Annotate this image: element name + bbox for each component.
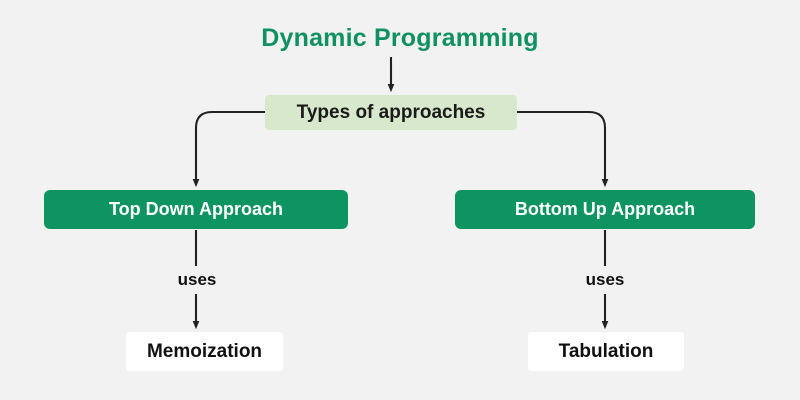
node-tabulation: Tabulation [528,332,684,371]
edge-root-to-bottom-up [515,110,609,188]
node-top-down-approach: Top Down Approach [44,190,348,229]
node-bottom-up-approach: Bottom Up Approach [455,190,755,229]
node-memoization: Memoization [126,332,283,371]
edge-root-to-top-down [192,110,267,188]
node-types-of-approaches: Types of approaches [265,95,517,130]
edge-label-uses-left: uses [160,268,234,292]
edge-label-uses-right: uses [568,268,642,292]
diagram-title: Dynamic Programming [261,23,539,52]
